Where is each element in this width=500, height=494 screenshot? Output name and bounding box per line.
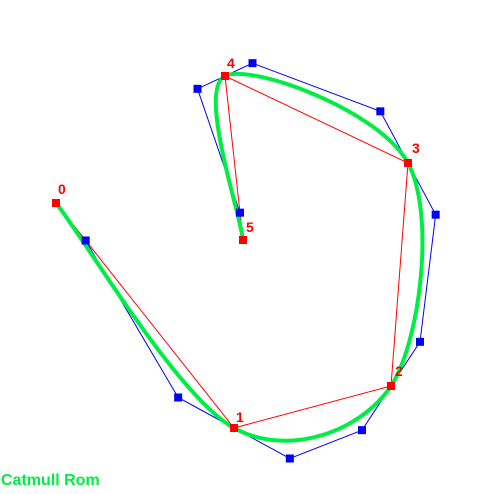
bezier-polygon-layer — [55, 62, 437, 460]
bezier-handle-4-1[interactable] — [193, 84, 202, 93]
control-point-label-4: 4 — [227, 55, 235, 71]
curve-layer — [54, 71, 425, 443]
control-polygon — [55, 75, 409, 429]
bezier-polygon — [55, 62, 437, 460]
bezier-handle-2-1[interactable] — [416, 337, 424, 346]
bezier-handle-3-1[interactable] — [376, 107, 385, 116]
bezier-handle-1-1[interactable] — [285, 454, 294, 463]
control-point-1[interactable] — [230, 424, 238, 432]
control-point-label-3: 3 — [412, 140, 420, 156]
control-point-label-2: 2 — [395, 363, 403, 379]
control-point-label-1: 1 — [236, 409, 244, 425]
catmull-rom-curve — [54, 71, 425, 443]
bezier-handle-4-2[interactable] — [236, 208, 244, 217]
points-layer — [52, 59, 440, 463]
bezier-handle-0-2[interactable] — [174, 393, 183, 402]
control-point-4[interactable] — [221, 72, 229, 80]
bezier-handle-0-1[interactable] — [81, 236, 90, 245]
control-point-2[interactable] — [387, 382, 395, 390]
control-point-5[interactable] — [239, 236, 247, 244]
control-point-0[interactable] — [52, 199, 60, 207]
control-point-label-0: 0 — [58, 181, 66, 197]
control-point-label-5: 5 — [246, 219, 254, 235]
control-polygon-layer — [55, 75, 409, 429]
curve-type-caption: Catmull Rom — [1, 472, 100, 489]
control-point-3[interactable] — [404, 159, 412, 167]
bezier-handle-1-2[interactable] — [358, 426, 366, 435]
bezier-handle-2-2[interactable] — [431, 210, 440, 219]
labels-layer: 0 1 2 3 4 5 — [58, 55, 420, 425]
bezier-handle-3-2[interactable] — [248, 59, 257, 68]
